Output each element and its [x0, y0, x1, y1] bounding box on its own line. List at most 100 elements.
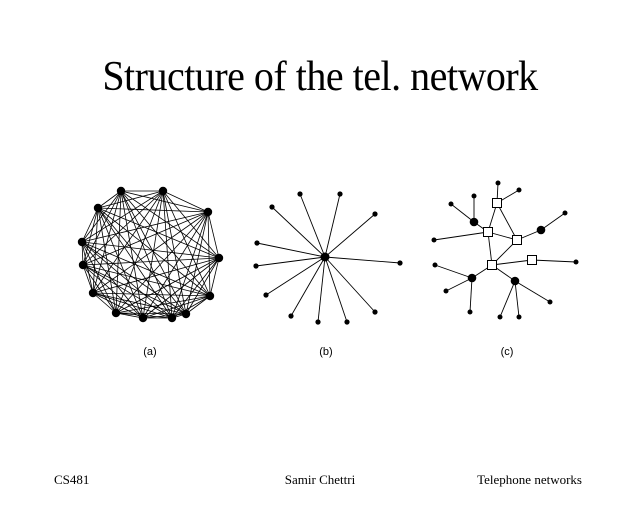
- mesh-link: [82, 264, 117, 314]
- star-leaf-node: [397, 260, 403, 266]
- mesh-link: [92, 190, 122, 294]
- mesh-link: [82, 264, 94, 294]
- hierarchy-link: [540, 212, 566, 231]
- star-leaf-node: [263, 292, 269, 298]
- star-leaf-node: [315, 319, 321, 325]
- star-link: [324, 256, 376, 313]
- hierarchy-link: [434, 264, 473, 279]
- mesh-link: [142, 313, 187, 319]
- star-link: [299, 193, 326, 258]
- panel-a-label: (a): [143, 346, 156, 358]
- hierarchy-link: [496, 202, 518, 241]
- mesh-link: [171, 257, 220, 319]
- mesh-link: [120, 190, 209, 213]
- switch-node: [527, 255, 537, 265]
- panel-a-full-mesh: [77, 186, 224, 323]
- hierarchy-link: [491, 259, 533, 266]
- mesh-link: [115, 312, 144, 319]
- mesh-link: [185, 295, 211, 315]
- hierarchy-link: [514, 280, 551, 303]
- star-link: [256, 242, 326, 258]
- mesh-link: [82, 264, 173, 319]
- mesh-link: [92, 292, 117, 314]
- mesh-link: [92, 292, 187, 315]
- panel-b-label: (b): [319, 346, 332, 358]
- local-exchange-node: [536, 225, 546, 235]
- mesh-link: [115, 295, 211, 314]
- star-link: [317, 256, 326, 323]
- mesh-link: [171, 211, 209, 319]
- mesh-link: [82, 264, 187, 315]
- local-exchange-node: [467, 273, 477, 283]
- mesh-link: [81, 241, 117, 314]
- mesh-link: [97, 207, 211, 297]
- subscriber-node: [516, 314, 522, 320]
- mesh-link: [185, 211, 209, 315]
- footer-author: Samir Chettri: [284, 472, 356, 487]
- mesh-link: [162, 190, 173, 319]
- star-link: [265, 256, 326, 296]
- mesh-link: [115, 190, 122, 314]
- mesh-link: [120, 190, 144, 319]
- mesh-node: [77, 237, 87, 247]
- hierarchy-link: [450, 203, 475, 223]
- mesh-link: [97, 207, 117, 314]
- subscriber-node: [516, 187, 522, 193]
- mesh-link: [81, 241, 187, 315]
- mesh-link: [115, 190, 164, 314]
- mesh-link: [162, 190, 209, 213]
- mesh-link: [82, 257, 220, 266]
- subscriber-node: [448, 201, 454, 207]
- mesh-node: [167, 313, 177, 323]
- switch-node: [492, 198, 502, 208]
- subscriber-node: [547, 299, 553, 305]
- mesh-link: [97, 207, 220, 259]
- star-hub-node: [320, 252, 330, 262]
- subscriber-node: [431, 237, 437, 243]
- star-leaf-node: [297, 191, 303, 197]
- switch-node: [487, 260, 497, 270]
- mesh-link: [81, 241, 211, 297]
- mesh-link: [97, 207, 187, 315]
- subscriber-node: [467, 309, 473, 315]
- mesh-link: [97, 207, 173, 319]
- mesh-link: [142, 257, 220, 319]
- footer-course: CS481: [54, 472, 90, 487]
- mesh-link: [142, 295, 211, 319]
- subscriber-node: [573, 259, 579, 265]
- star-leaf-node: [337, 191, 343, 197]
- mesh-link: [162, 190, 211, 297]
- star-link: [290, 256, 326, 317]
- switch-node: [483, 227, 493, 237]
- star-link: [324, 256, 348, 323]
- subscriber-node: [432, 262, 438, 268]
- star-link: [324, 213, 376, 258]
- subscriber-node: [562, 210, 568, 216]
- subscriber-node: [443, 288, 449, 294]
- star-link: [324, 256, 401, 264]
- star-link: [271, 206, 326, 258]
- subscriber-node: [471, 193, 477, 199]
- mesh-link: [92, 292, 211, 297]
- star-link: [324, 193, 341, 258]
- mesh-link: [82, 264, 144, 319]
- hierarchy-link: [514, 280, 520, 318]
- hierarchy-link: [469, 277, 473, 313]
- star-leaf-node: [269, 204, 275, 210]
- mesh-link: [92, 190, 164, 294]
- star-leaf-node: [344, 319, 350, 325]
- mesh-node: [88, 288, 98, 298]
- star-leaf-node: [372, 309, 378, 315]
- star-leaf-node: [254, 240, 260, 246]
- local-exchange-node: [469, 217, 479, 227]
- mesh-link: [92, 207, 99, 294]
- mesh-node: [158, 186, 168, 196]
- star-link: [255, 256, 326, 267]
- subscriber-node: [497, 314, 503, 320]
- mesh-link: [82, 211, 209, 266]
- panel-c-hierarchical: [431, 180, 579, 320]
- mesh-node: [78, 260, 88, 270]
- mesh-link: [209, 257, 220, 297]
- mesh-link: [82, 264, 211, 297]
